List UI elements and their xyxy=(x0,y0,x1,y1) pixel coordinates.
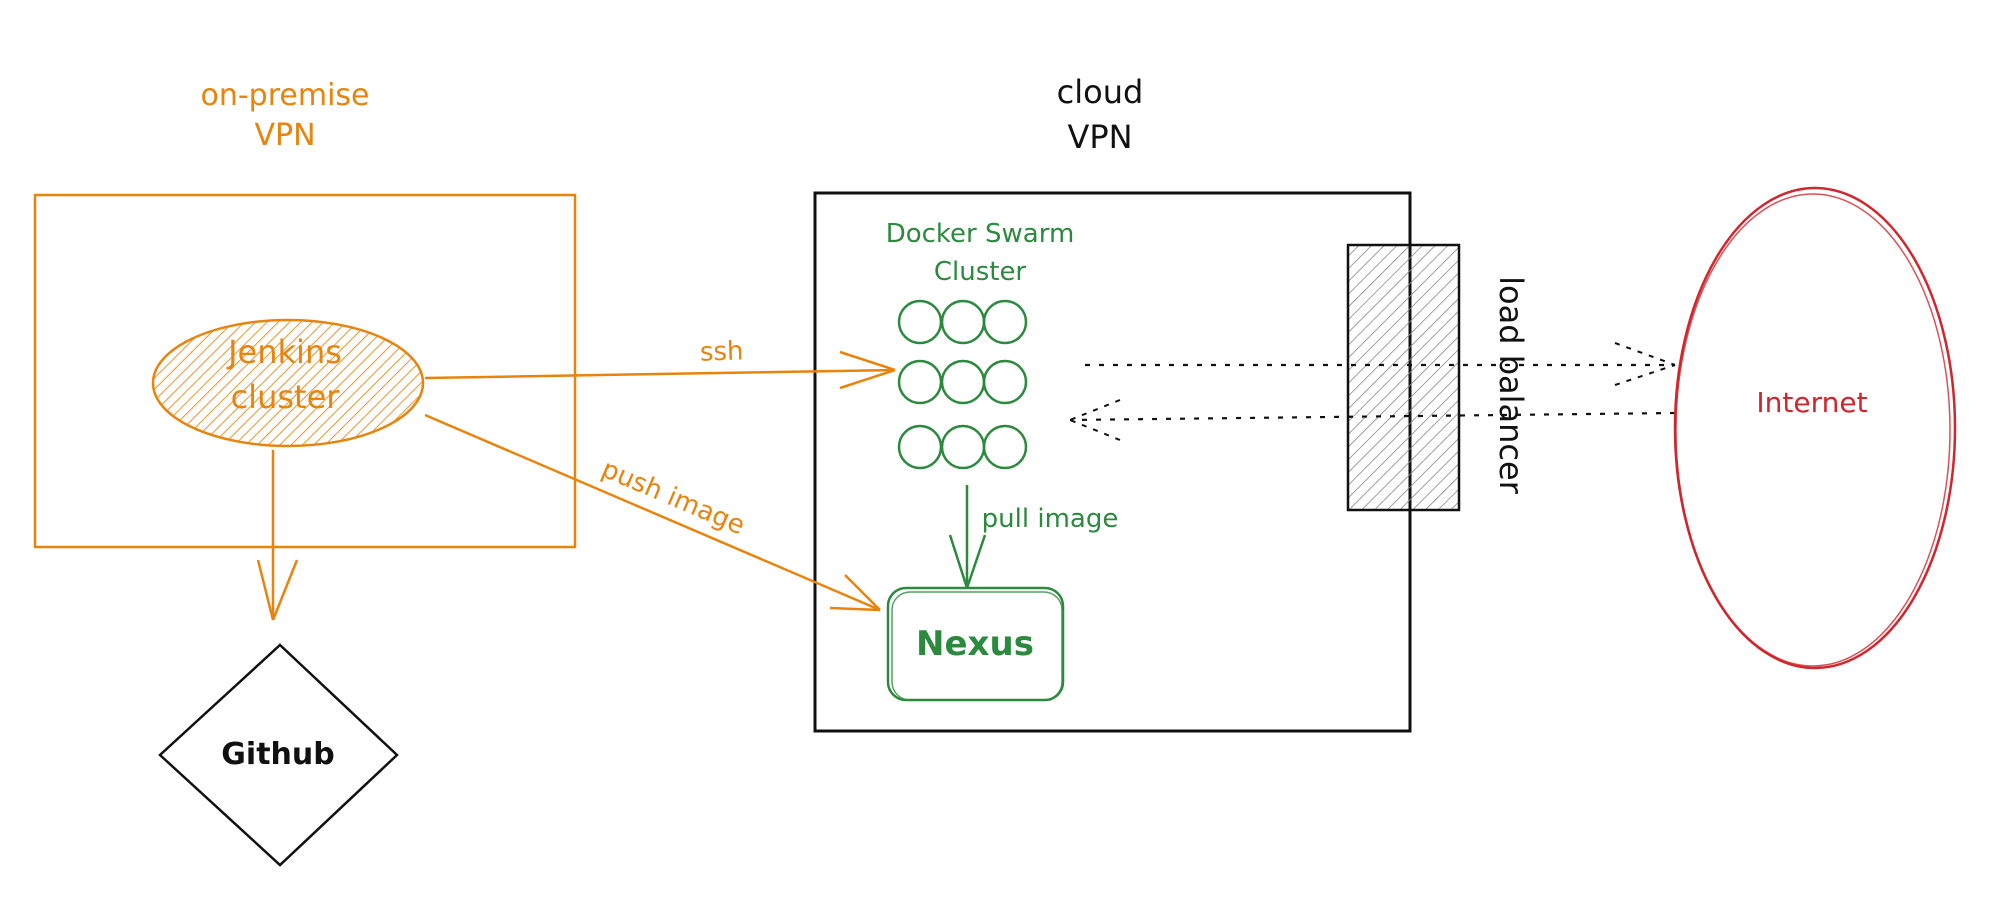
cloud-zone-title: cloud xyxy=(1057,73,1144,111)
docker-swarm-label-line2: Cluster xyxy=(934,257,1027,287)
docker-swarm-nodes xyxy=(897,299,1028,470)
internet-label: Internet xyxy=(1756,386,1867,419)
docker-swarm-label-line1: Docker Swarm xyxy=(886,219,1075,249)
on-premise-zone-subtitle: VPN xyxy=(254,118,315,153)
push-image-arrow xyxy=(424,413,881,612)
swarm-node xyxy=(897,299,943,345)
on-premise-zone-title: on-premise xyxy=(200,78,369,113)
traffic-to-internet-arrow xyxy=(1085,342,1676,386)
swarm-node xyxy=(897,424,943,470)
ssh-label: ssh xyxy=(699,336,744,368)
internet-node xyxy=(1673,186,1957,670)
load-balancer-label: load balancer xyxy=(1492,276,1530,495)
swarm-node xyxy=(982,359,1028,405)
nexus-label: Nexus xyxy=(916,624,1034,664)
github-node xyxy=(158,643,399,867)
traffic-from-internet-arrow xyxy=(1069,399,1676,441)
jenkins-cluster-label-line2: cluster xyxy=(231,378,341,416)
github-label: Github xyxy=(221,737,334,772)
cloud-zone-subtitle: VPN xyxy=(1067,118,1132,156)
swarm-node xyxy=(940,299,986,345)
swarm-node xyxy=(982,424,1028,470)
load-balancer-node xyxy=(1346,243,1461,512)
pull-image-label: pull image xyxy=(982,504,1119,534)
swarm-node xyxy=(982,299,1028,345)
swarm-node xyxy=(897,359,943,405)
jenkins-cluster-label-line1: Jenkins xyxy=(226,333,342,371)
jenkins-to-github-arrow xyxy=(256,450,299,621)
swarm-node xyxy=(940,359,986,405)
ssh-arrow xyxy=(424,350,896,390)
on-premise-zone-box xyxy=(33,193,577,549)
swarm-node xyxy=(940,424,986,470)
jenkins-cluster-node xyxy=(151,318,425,448)
pull-image-arrow xyxy=(948,485,987,589)
